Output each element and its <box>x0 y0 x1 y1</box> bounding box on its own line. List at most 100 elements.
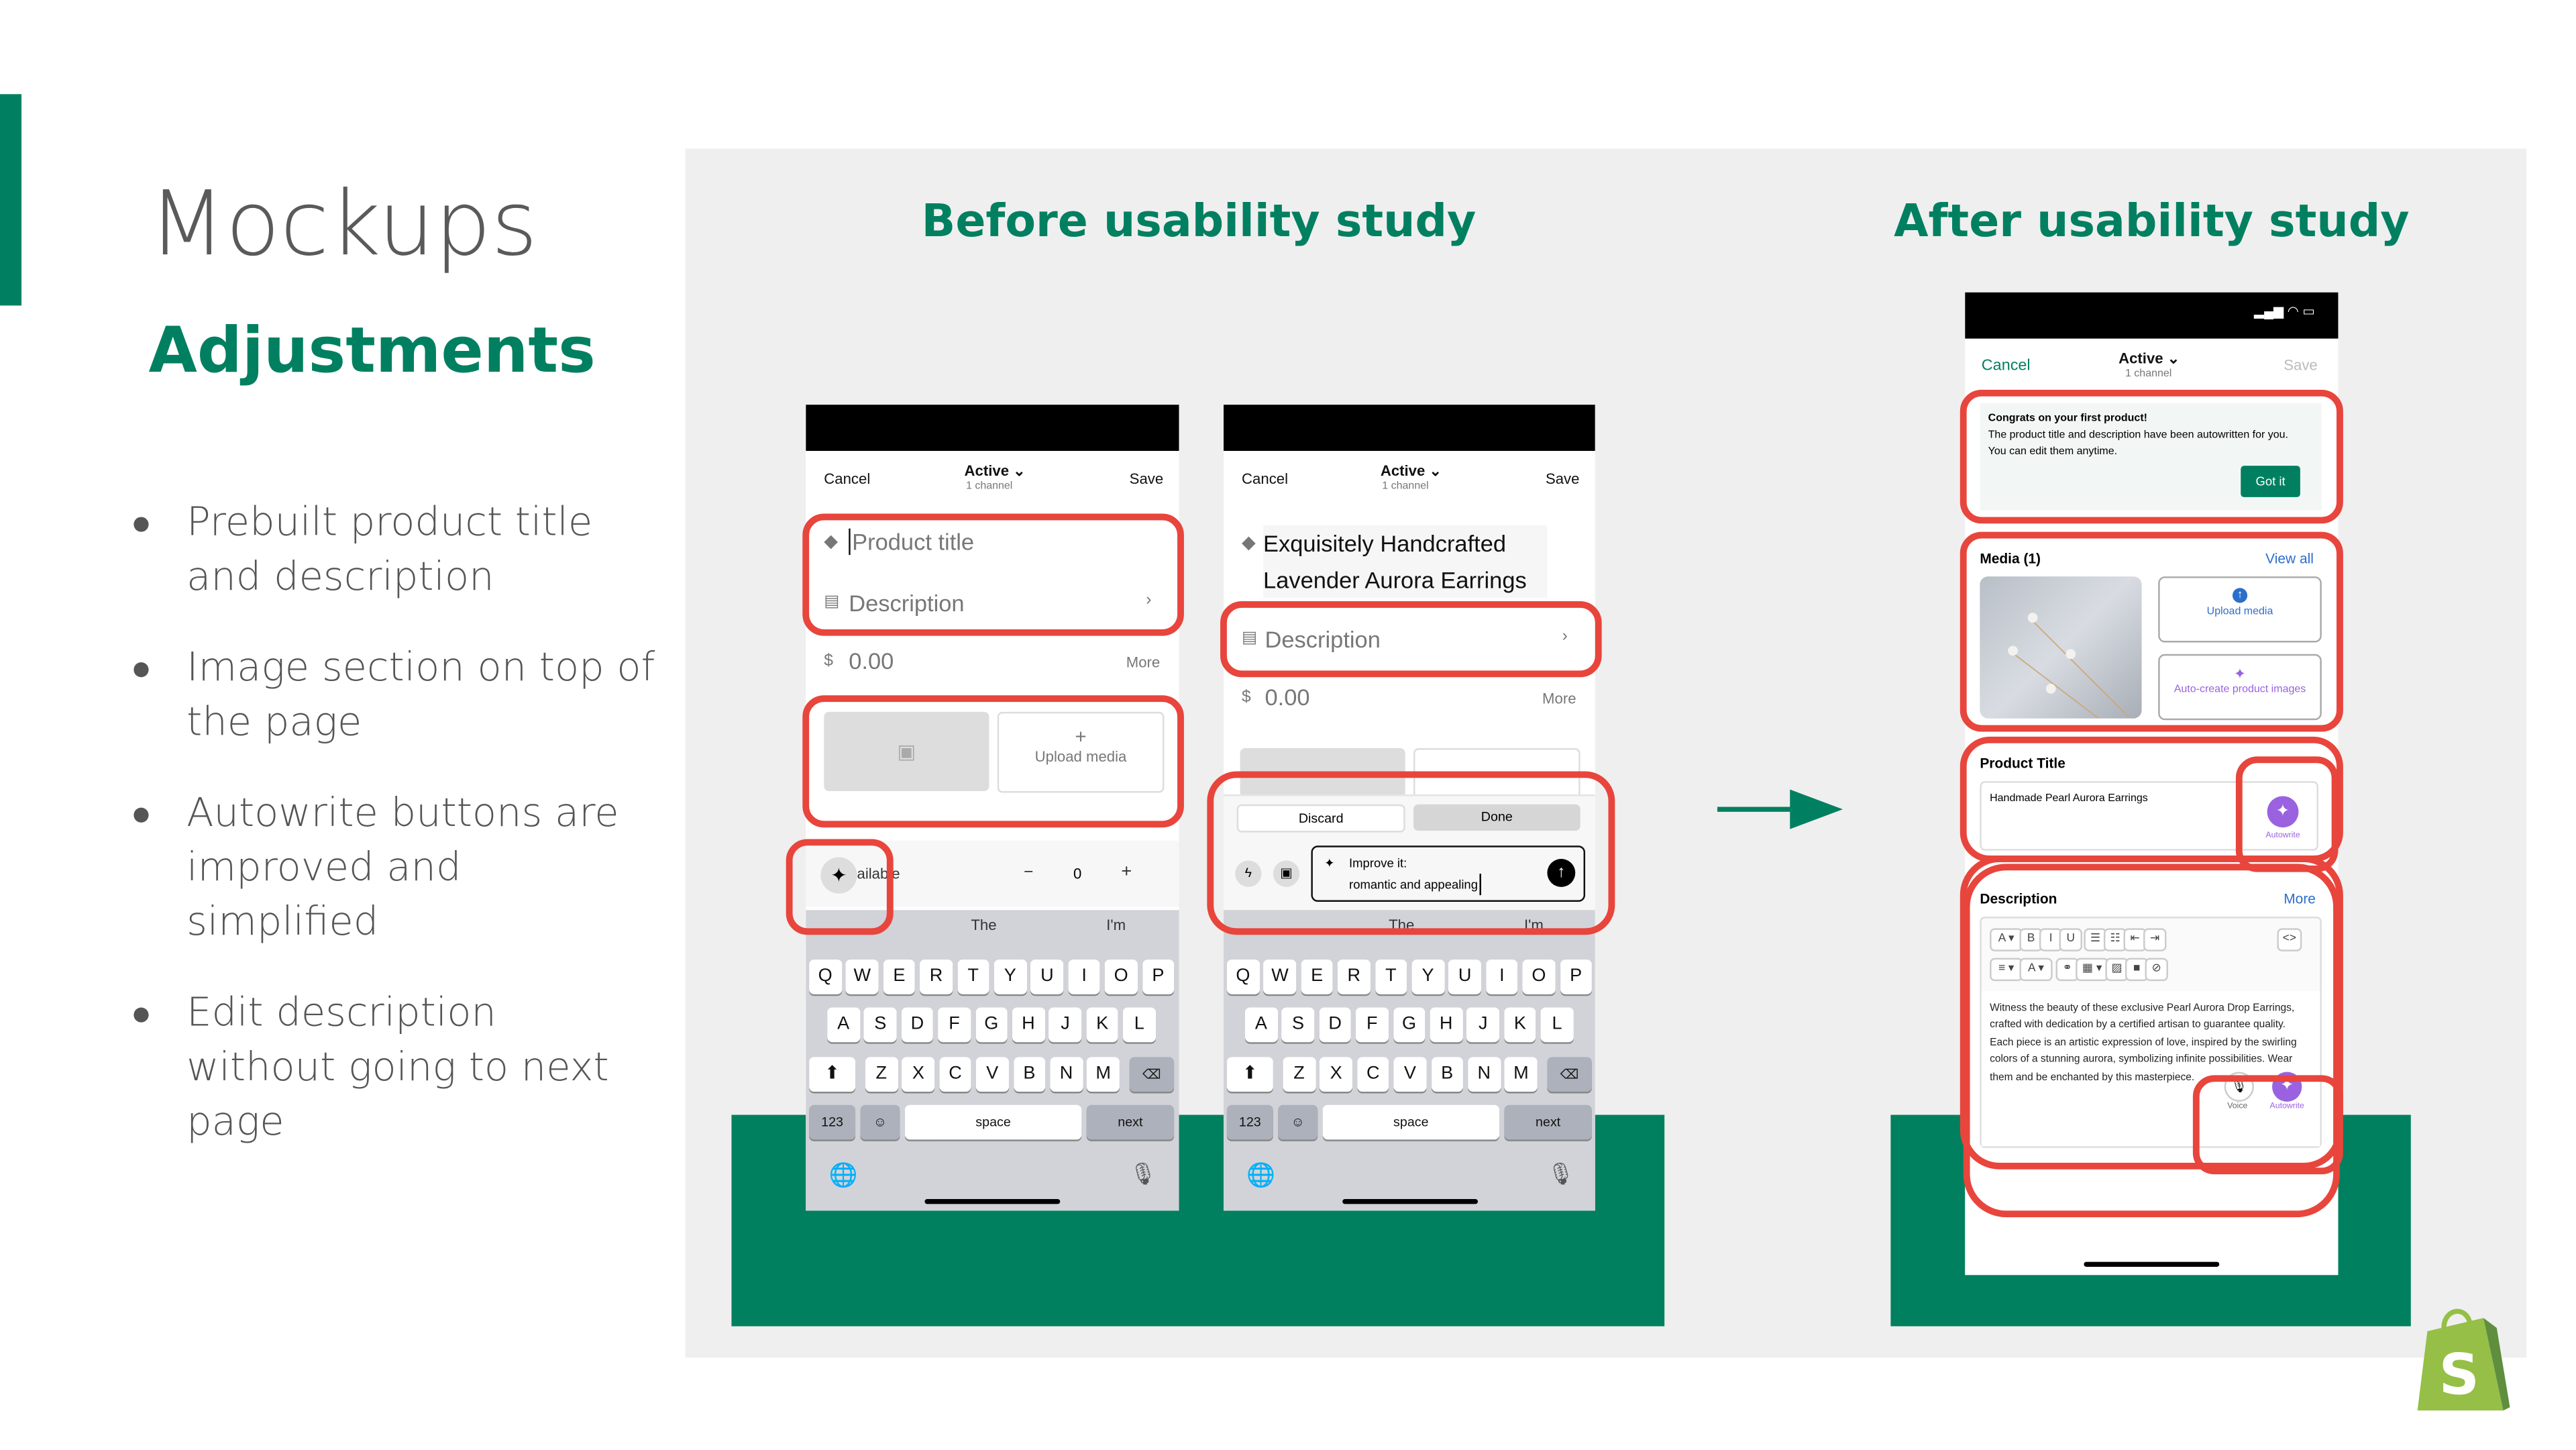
key-k[interactable]: K <box>1503 1007 1536 1043</box>
more-link[interactable]: More <box>1542 690 1576 707</box>
description-textarea[interactable]: Witness the beauty of these exclusive Pe… <box>1981 990 2320 1147</box>
key-a[interactable]: A <box>827 1007 860 1043</box>
prompt-input[interactable]: ✦ Improve it:romantic and appealing ↑ <box>1311 845 1586 902</box>
key-w[interactable]: W <box>846 960 879 994</box>
key-v[interactable]: V <box>1393 1057 1426 1092</box>
key-t[interactable]: T <box>1375 960 1407 994</box>
cancel-button[interactable]: Cancel <box>1242 470 1289 488</box>
key-i[interactable]: I <box>1485 960 1518 994</box>
description-link[interactable]: Description <box>1265 625 1381 653</box>
key-b[interactable]: B <box>1013 1057 1046 1092</box>
key-j[interactable]: J <box>1049 1007 1082 1043</box>
emoji-key-icon[interactable]: ☺ <box>860 1104 900 1140</box>
key-e[interactable]: E <box>883 960 916 994</box>
editor-tool-button[interactable]: A ▾ <box>2019 957 2053 982</box>
key-c[interactable]: C <box>1356 1057 1389 1092</box>
view-all-link[interactable]: View all <box>2265 550 2314 567</box>
globe-icon[interactable]: 🌐 <box>828 1161 858 1188</box>
status-dropdown[interactable]: Active ⌄ <box>2118 350 2180 367</box>
space-key[interactable]: space <box>904 1104 1082 1140</box>
key-y[interactable]: Y <box>994 960 1026 994</box>
key-s[interactable]: S <box>864 1007 897 1043</box>
editor-tool-button[interactable]: ⊘ <box>2145 957 2168 982</box>
key-p[interactable]: P <box>1142 960 1175 994</box>
key-m[interactable]: M <box>1087 1057 1120 1092</box>
space-key[interactable]: space <box>1322 1104 1500 1140</box>
status-dropdown[interactable]: Active ⌄ <box>1380 462 1442 479</box>
save-button[interactable]: Save <box>1545 470 1580 488</box>
key-s[interactable]: S <box>1282 1007 1315 1043</box>
next-key[interactable]: next <box>1504 1104 1592 1140</box>
more-link[interactable]: More <box>1126 654 1161 671</box>
key-l[interactable]: L <box>1541 1007 1574 1043</box>
suggestion-item[interactable]: The <box>971 917 997 933</box>
key-u[interactable]: U <box>1030 960 1063 994</box>
emoji-key-icon[interactable]: ☺ <box>1278 1104 1318 1140</box>
key-y[interactable]: Y <box>1411 960 1444 994</box>
next-key[interactable]: next <box>1086 1104 1175 1140</box>
save-button[interactable]: Save <box>2284 356 2318 374</box>
key-j[interactable]: J <box>1466 1007 1499 1043</box>
status-dropdown[interactable]: Active ⌄ <box>964 462 1026 479</box>
upload-media-button[interactable]: +Upload media <box>997 711 1165 793</box>
key-p[interactable]: P <box>1560 960 1593 994</box>
globe-icon[interactable]: 🌐 <box>1246 1161 1276 1188</box>
key-q[interactable]: Q <box>809 960 842 994</box>
key-n[interactable]: N <box>1050 1057 1083 1092</box>
key-x[interactable]: X <box>1320 1057 1352 1092</box>
autowrite-sparkle-icon[interactable]: ✦ <box>820 857 857 894</box>
numbers-key[interactable]: 123 <box>809 1104 856 1140</box>
key-w[interactable]: W <box>1264 960 1297 994</box>
upload-media-button[interactable]: ↑Upload media <box>2158 576 2322 643</box>
key-z[interactable]: Z <box>1283 1057 1316 1092</box>
product-title-input[interactable]: Product title <box>849 528 974 556</box>
got-it-button[interactable]: Got it <box>2241 466 2300 497</box>
key-t[interactable]: T <box>957 960 989 994</box>
key-f[interactable]: F <box>938 1007 971 1043</box>
key-a[interactable]: A <box>1244 1007 1277 1043</box>
description-link[interactable]: Description <box>849 589 965 617</box>
editor-tool-button[interactable]: ■ <box>2125 957 2149 982</box>
key-r[interactable]: R <box>1338 960 1371 994</box>
editor-tool-button[interactable]: ☰ <box>2084 928 2107 951</box>
product-title-input[interactable]: Exquisitely Handcrafted Lavender Aurora … <box>1263 525 1548 599</box>
key-c[interactable]: C <box>939 1057 972 1092</box>
key-o[interactable]: O <box>1522 960 1555 994</box>
key-q[interactable]: Q <box>1226 960 1259 994</box>
product-title-input[interactable]: Handmade Pearl Aurora Earrings <box>1980 781 2318 851</box>
key-h[interactable]: H <box>1012 1007 1044 1043</box>
title-autowrite-button[interactable]: ✦Autowrite <box>2265 796 2300 841</box>
microphone-icon[interactable]: 🎙 <box>1129 1161 1157 1186</box>
key-x[interactable]: X <box>902 1057 934 1092</box>
numbers-key[interactable]: 123 <box>1226 1104 1273 1140</box>
auto-create-images-button[interactable]: ✦Auto-create product images <box>2158 654 2322 721</box>
key-u[interactable]: U <box>1448 960 1481 994</box>
key-f[interactable]: F <box>1356 1007 1389 1043</box>
key-i[interactable]: I <box>1068 960 1101 994</box>
key-l[interactable]: L <box>1123 1007 1156 1043</box>
increment-button[interactable]: + <box>1121 862 1132 882</box>
image-icon[interactable]: ▣ <box>1273 860 1300 887</box>
done-button[interactable]: Done <box>1413 804 1580 831</box>
shift-key-icon[interactable]: ⬆ <box>809 1057 856 1092</box>
key-g[interactable]: G <box>1393 1007 1426 1043</box>
editor-tool-button[interactable]: ⇥ <box>2143 928 2167 951</box>
price-input[interactable]: 0.00 <box>849 647 894 674</box>
microphone-icon[interactable]: 🎙 <box>1547 1161 1575 1186</box>
submit-arrow-icon[interactable]: ↑ <box>1547 858 1576 887</box>
backspace-key-icon[interactable]: ⌫ <box>1547 1057 1592 1092</box>
key-h[interactable]: H <box>1430 1007 1462 1043</box>
cancel-button[interactable]: Cancel <box>824 470 871 488</box>
decrement-button[interactable]: − <box>1024 864 1034 882</box>
editor-tool-button[interactable]: U <box>2059 928 2082 951</box>
editor-tool-button[interactable]: <> <box>2277 928 2302 951</box>
key-b[interactable]: B <box>1431 1057 1464 1092</box>
shift-key-icon[interactable]: ⬆ <box>1226 1057 1273 1092</box>
flash-text-icon[interactable]: ϟ <box>1235 860 1262 887</box>
key-v[interactable]: V <box>976 1057 1009 1092</box>
key-r[interactable]: R <box>920 960 953 994</box>
key-d[interactable]: D <box>1319 1007 1352 1043</box>
backspace-key-icon[interactable]: ⌫ <box>1129 1057 1175 1092</box>
suggestion-item[interactable]: I'm <box>1106 917 1126 933</box>
key-e[interactable]: E <box>1301 960 1334 994</box>
